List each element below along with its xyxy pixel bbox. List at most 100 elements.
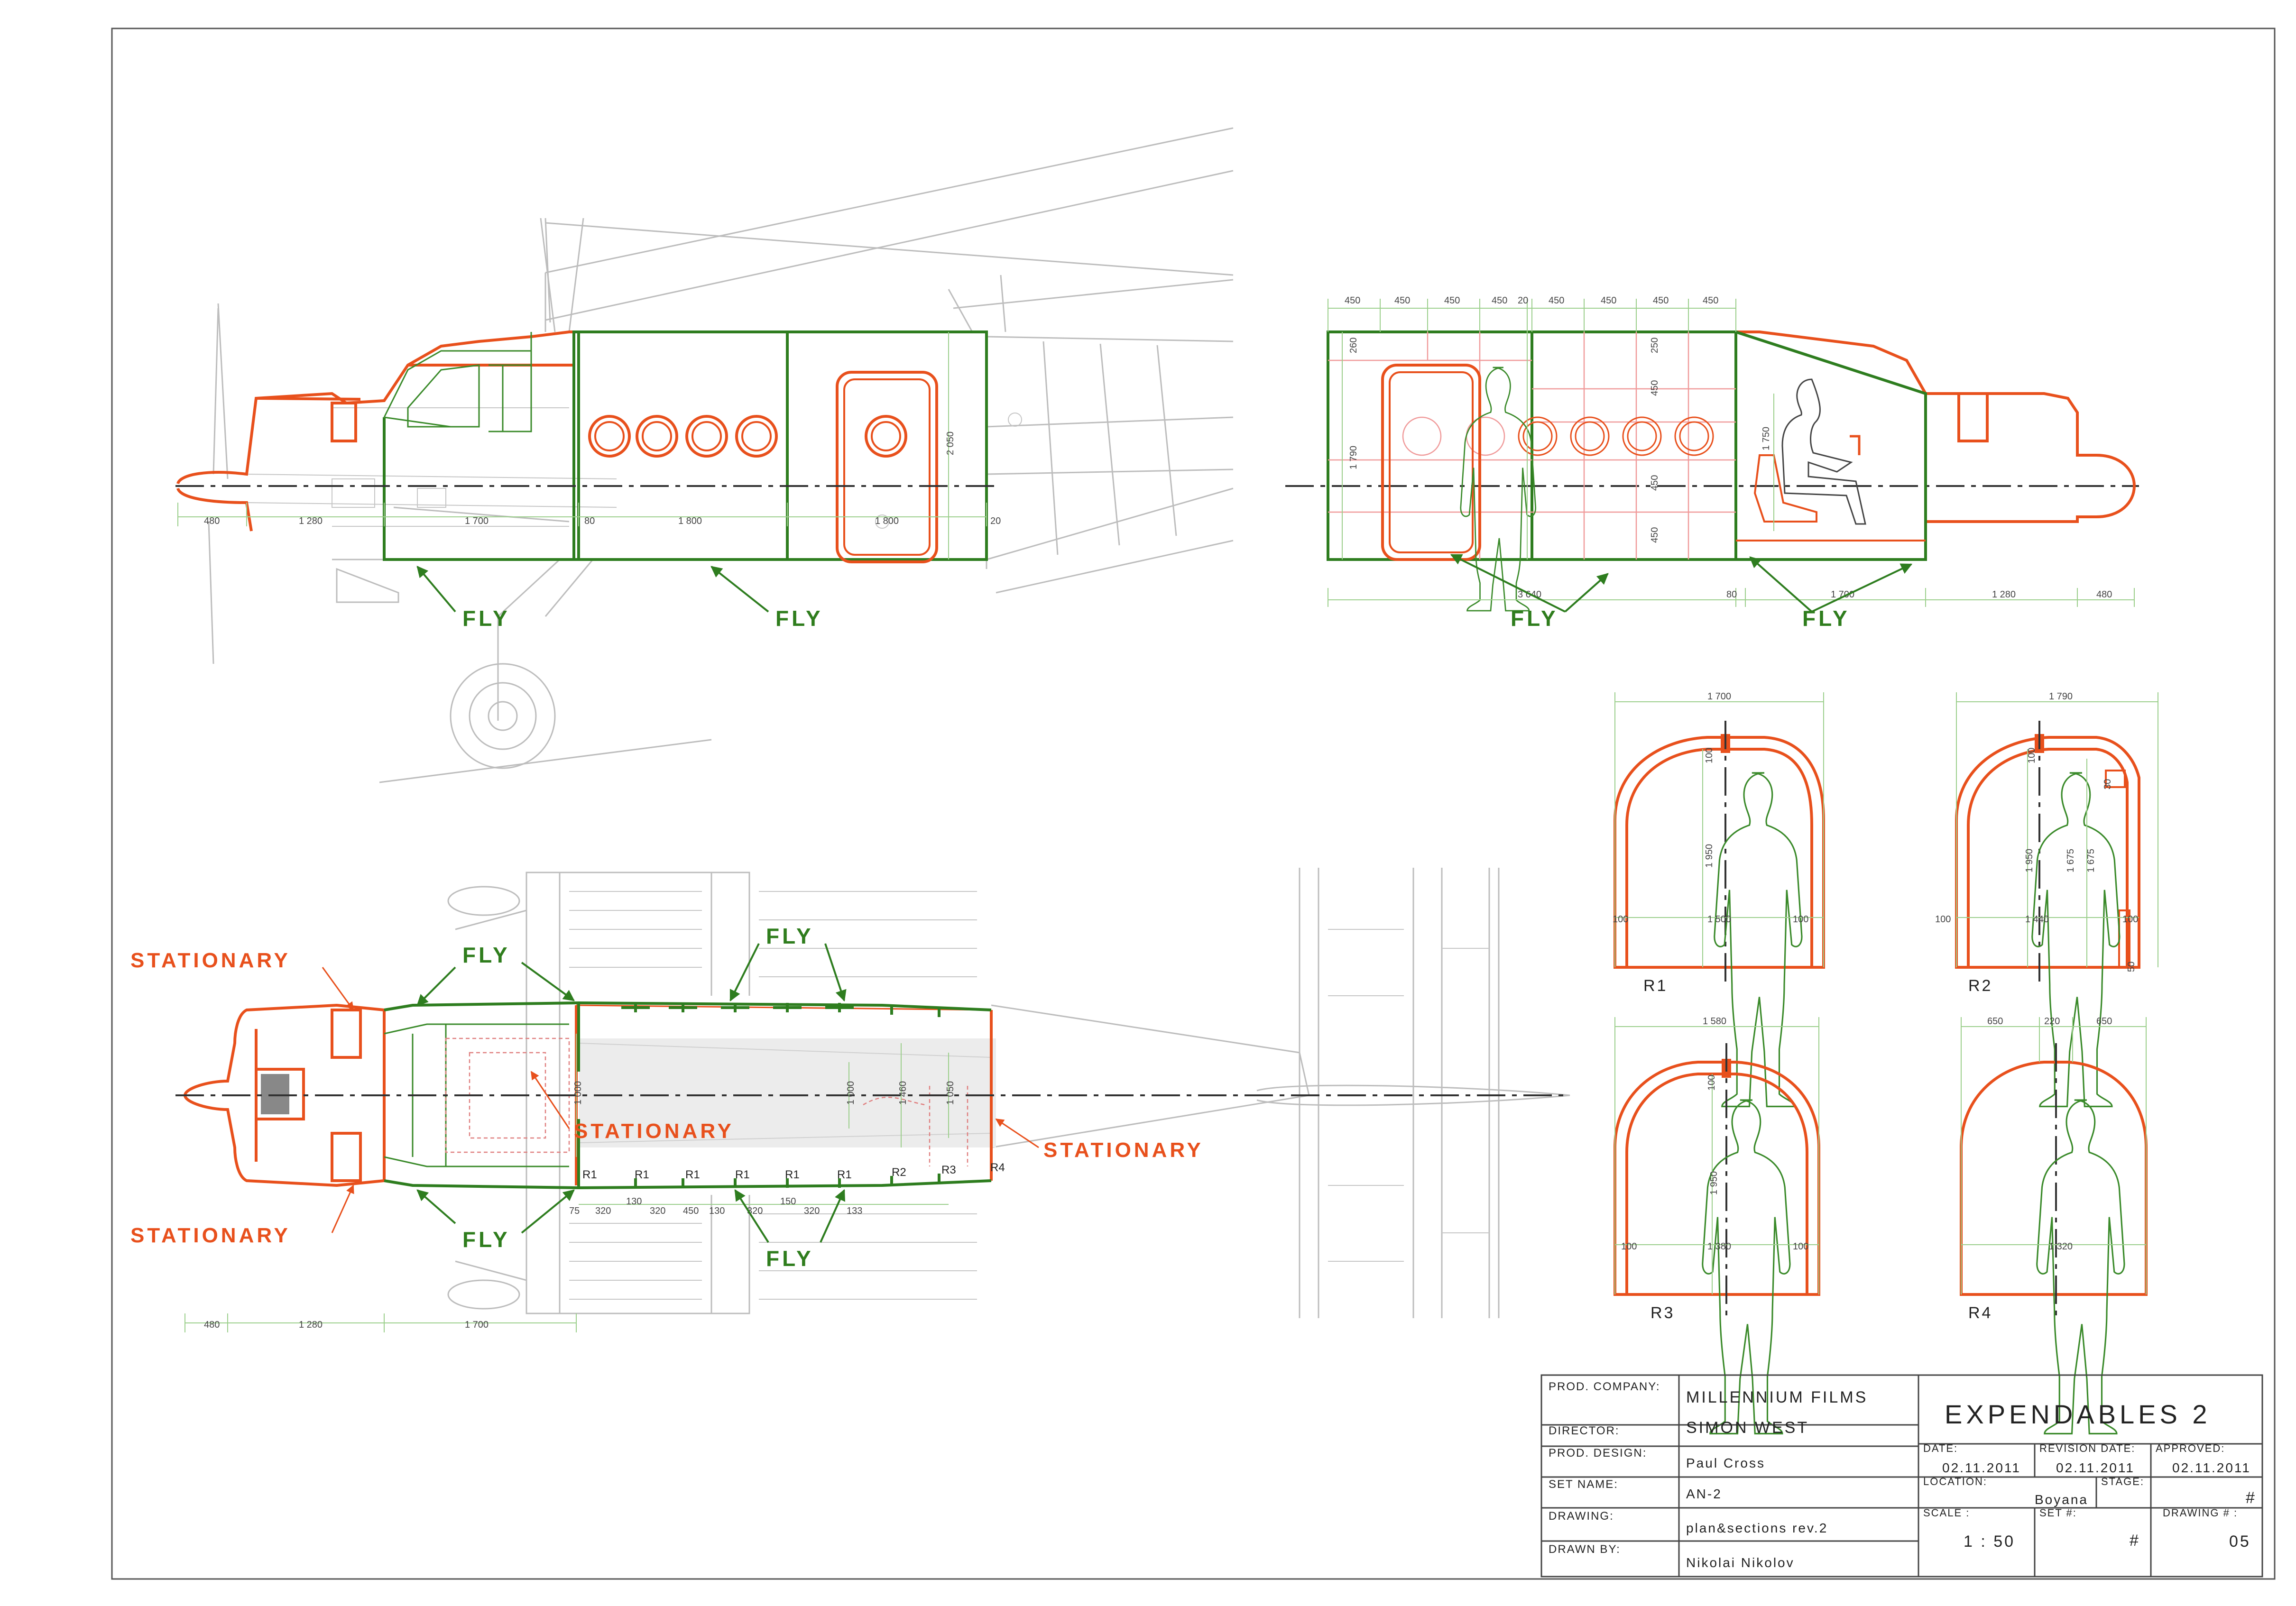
dim-plan-in-5: 450 xyxy=(683,1206,699,1216)
dim-r2-4: 1 675 xyxy=(2065,849,2076,872)
tb-approved: 02.11.2011 xyxy=(2172,1460,2251,1475)
dim-sec-top-5: 20 xyxy=(1518,295,1528,306)
stationary-label-1: STATIONARY xyxy=(130,949,291,972)
plan-marker-5: R1 xyxy=(785,1168,800,1181)
dim-r2-6: 30 xyxy=(2102,779,2113,789)
dim-r4-4: 1 320 xyxy=(2049,1241,2073,1252)
dim-sec-bot-2: 80 xyxy=(1726,589,1737,600)
dim-sec-bot-5: 480 xyxy=(2096,589,2112,600)
dim-side-6: 1 800 xyxy=(875,516,899,526)
dim-r1-1: 1 700 xyxy=(1707,691,1731,702)
fly-label-side-2: FLY xyxy=(775,606,823,631)
plan-marker-8: R3 xyxy=(941,1164,956,1176)
dim-plan-in-4: 320 xyxy=(650,1206,665,1216)
plan-marker-1: R1 xyxy=(582,1168,597,1181)
dim-sec-top-7: 450 xyxy=(1601,295,1616,306)
tb-set-no-label: SET #: xyxy=(2039,1507,2077,1519)
tb-title: EXPENDABLES 2 xyxy=(1945,1399,2211,1429)
stationary-label-3: STATIONARY xyxy=(574,1120,734,1143)
section-r4: 650 220 650 1 320 R4 xyxy=(1960,1016,2148,1435)
title-block: PROD. COMPANY: MILLENNIUM FILMS DIRECTOR… xyxy=(1540,1374,2263,1578)
dim-sec-bot-3: 1 700 xyxy=(1831,589,1854,600)
dim-r4-1: 650 xyxy=(1987,1016,2003,1027)
dim-sec-top-2: 450 xyxy=(1394,295,1410,306)
dim-sec-side-1: 260 xyxy=(1348,338,1359,353)
tb-prod-company: MILLENNIUM FILMS xyxy=(1686,1388,1868,1406)
dim-plan-3: 1 700 xyxy=(465,1320,489,1330)
fly-label-plan-1: FLY xyxy=(462,943,510,967)
dim-r3-4: 100 xyxy=(1621,1241,1637,1252)
dim-r3-1: 1 580 xyxy=(1703,1016,1726,1027)
dim-r3-2: 100 xyxy=(1706,1075,1717,1091)
dim-plan-in-8: 150 xyxy=(780,1196,796,1207)
dim-r2-1: 1 790 xyxy=(2049,691,2073,702)
dim-sec-top-8: 450 xyxy=(1653,295,1669,306)
tb-drawing-label: DRAWING: xyxy=(1549,1510,1614,1523)
tb-stage: # xyxy=(2246,1489,2257,1507)
dim-sec-top-6: 450 xyxy=(1549,295,1564,306)
fly-label-sec-1: FLY xyxy=(1511,606,1558,631)
tb-location: Boyana xyxy=(2035,1492,2088,1507)
dim-sec-top-1: 450 xyxy=(1345,295,1360,306)
tb-prod-design: Paul Cross xyxy=(1686,1456,1765,1470)
dim-side-5: 1 800 xyxy=(678,516,702,526)
dim-plan-v-3: 1 460 xyxy=(898,1081,908,1105)
section-r2: 1 790 100 1 950 1 675 1 675 30 100 1 440… xyxy=(1935,691,2158,1108)
dim-side-3: 1 700 xyxy=(465,516,489,526)
dim-r3-6: 100 xyxy=(1793,1241,1808,1252)
dim-r2-5: 1 675 xyxy=(2086,849,2096,872)
dim-r2-3: 1 950 xyxy=(2024,849,2035,872)
tb-set-name: AN-2 xyxy=(1686,1487,1722,1501)
dim-r4-3: 650 xyxy=(2096,1016,2112,1027)
dim-side-4: 80 xyxy=(584,516,595,526)
dim-r1-6: 100 xyxy=(1793,914,1808,925)
dim-plan-in-1: 75 xyxy=(569,1206,580,1216)
tb-set-no: # xyxy=(2130,1532,2140,1550)
dim-r3-3: 1 950 xyxy=(1709,1171,1719,1195)
dim-plan-2: 1 280 xyxy=(299,1320,323,1330)
plan-marker-4: R1 xyxy=(735,1168,750,1181)
section-r1-label: R1 xyxy=(1643,977,1668,995)
dim-side-2: 1 280 xyxy=(299,516,323,526)
dim-sec-side-5: 450 xyxy=(1650,475,1660,491)
dim-sec-side-6: 450 xyxy=(1650,527,1660,543)
dim-r1-3: 1 950 xyxy=(1704,844,1715,868)
stationary-label-2: STATIONARY xyxy=(130,1224,291,1247)
dim-r3-5: 1 380 xyxy=(1707,1241,1731,1252)
dim-plan-v-1: 1 000 xyxy=(573,1081,583,1105)
fly-label-side-1: FLY xyxy=(462,606,510,631)
plan-marker-7: R2 xyxy=(892,1166,906,1179)
section-r4-label: R4 xyxy=(1968,1304,1992,1322)
tb-approved-label: APPROVED: xyxy=(2156,1442,2225,1454)
plan-marker-3: R1 xyxy=(685,1168,700,1181)
dim-plan-1: 480 xyxy=(204,1320,220,1330)
dim-sec-side-7: 1 750 xyxy=(1761,427,1771,450)
sheet-border xyxy=(111,28,2276,1580)
dim-r1-2: 100 xyxy=(1704,748,1715,763)
dim-plan-in-10: 133 xyxy=(847,1206,862,1216)
tb-drawing: plan&sections rev.2 xyxy=(1686,1521,1828,1535)
fly-label-plan-3: FLY xyxy=(462,1227,510,1252)
tb-director: SIMON WEST xyxy=(1686,1419,1809,1437)
dim-r2-8: 1 440 xyxy=(2025,914,2049,925)
dim-r1-4: 100 xyxy=(1613,914,1628,925)
fly-label-sec-2: FLY xyxy=(1802,606,1850,631)
tb-stage-label: STAGE: xyxy=(2101,1476,2144,1487)
tb-date-label: DATE: xyxy=(1923,1442,1958,1454)
tb-scale: 1 : 50 xyxy=(1964,1533,2015,1551)
tb-director-label: DIRECTOR: xyxy=(1549,1424,1620,1437)
dim-plan-in-6: 130 xyxy=(709,1206,725,1216)
dim-side-1: 480 xyxy=(204,516,220,526)
dim-sec-top-3: 450 xyxy=(1444,295,1460,306)
dim-sec-top-4: 450 xyxy=(1492,295,1507,306)
dim-r2-9: 100 xyxy=(2122,914,2138,925)
dim-plan-in-2: 320 xyxy=(595,1206,611,1216)
dim-side-7: 20 xyxy=(990,516,1001,526)
dim-sec-top-9: 450 xyxy=(1703,295,1718,306)
tb-location-label: LOCATION: xyxy=(1923,1476,1987,1487)
tb-prod-design-label: PROD. DESIGN: xyxy=(1549,1447,1647,1459)
tb-drawing-no-label: DRAWING # : xyxy=(2163,1507,2238,1519)
fly-label-plan-2: FLY xyxy=(766,924,814,948)
